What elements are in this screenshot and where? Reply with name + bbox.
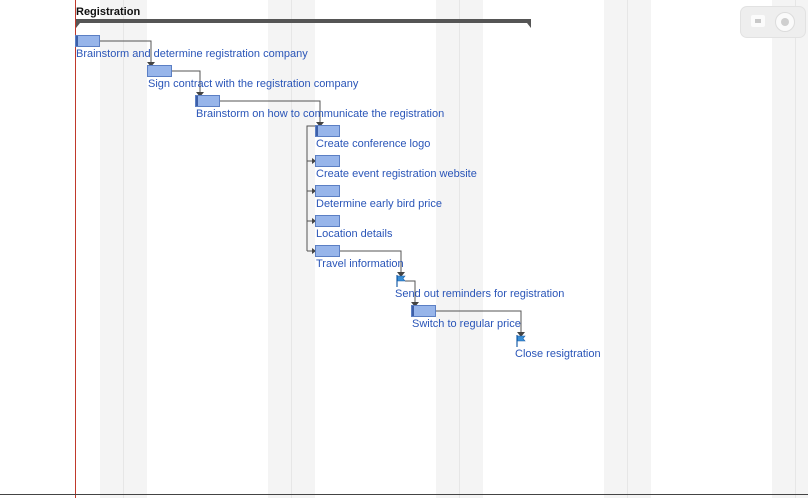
dependency-arrow <box>312 248 316 254</box>
camera-icon[interactable] <box>751 15 765 27</box>
dependency-line <box>172 70 201 93</box>
task-bar[interactable] <box>315 245 340 257</box>
task-label[interactable]: Switch to regular price <box>412 318 521 330</box>
task-bar[interactable] <box>411 305 436 317</box>
task-bar[interactable] <box>147 65 172 77</box>
task-label[interactable]: Brainstorm and determine registration co… <box>76 48 308 60</box>
task-bar[interactable] <box>315 125 340 137</box>
dependency-line <box>340 250 402 273</box>
weekend-column <box>772 0 808 498</box>
day-gridline <box>459 0 460 498</box>
task-bar[interactable] <box>195 95 220 107</box>
summary-task-label: Registration <box>76 6 141 18</box>
dependency-line <box>220 100 321 123</box>
today-line <box>75 0 76 498</box>
task-label[interactable]: Travel information <box>316 258 404 270</box>
day-gridline <box>795 0 796 498</box>
dependency-arrow <box>312 218 316 224</box>
dependency-arrow <box>312 158 316 164</box>
progress-marker <box>76 36 78 46</box>
task-bar[interactable] <box>315 185 340 197</box>
day-gridline <box>627 0 628 498</box>
task-bar[interactable] <box>315 155 340 167</box>
task-bar[interactable] <box>75 35 100 47</box>
dependency-arrow <box>517 332 525 337</box>
milestone-label[interactable]: Send out reminders for registration <box>395 288 565 300</box>
progress-marker <box>196 96 198 106</box>
chart-bottom-border <box>0 494 808 495</box>
task-label[interactable]: Create conference logo <box>316 138 431 150</box>
record-icon[interactable] <box>775 12 795 32</box>
day-gridline <box>123 0 124 498</box>
summary-task-bar[interactable] <box>76 19 531 28</box>
dependency-arrow <box>316 122 324 127</box>
dependency-line <box>436 310 522 333</box>
dependency-line <box>405 280 416 303</box>
task-label[interactable]: Brainstorm on how to communicate the reg… <box>196 108 445 120</box>
task-label[interactable]: Create event registration website <box>316 168 477 180</box>
task-label[interactable]: Sign contract with the registration comp… <box>148 78 359 90</box>
dependency-arrow <box>312 188 316 194</box>
milestone-label[interactable]: Close resigtration <box>515 348 601 360</box>
day-gridline <box>291 0 292 498</box>
dependency-arrow <box>397 272 405 277</box>
dependency-line <box>100 40 152 63</box>
progress-marker <box>412 306 414 316</box>
task-label[interactable]: Location details <box>316 228 393 240</box>
task-bar[interactable] <box>315 215 340 227</box>
flag-icon[interactable] <box>396 275 406 287</box>
dependency-arrow <box>411 302 419 307</box>
flag-icon[interactable] <box>516 335 526 347</box>
dependency-arrow <box>147 62 155 67</box>
progress-marker <box>316 126 318 136</box>
task-label[interactable]: Determine early bird price <box>316 198 442 210</box>
recorder-widget[interactable] <box>740 6 806 38</box>
dependency-arrow <box>196 92 204 97</box>
